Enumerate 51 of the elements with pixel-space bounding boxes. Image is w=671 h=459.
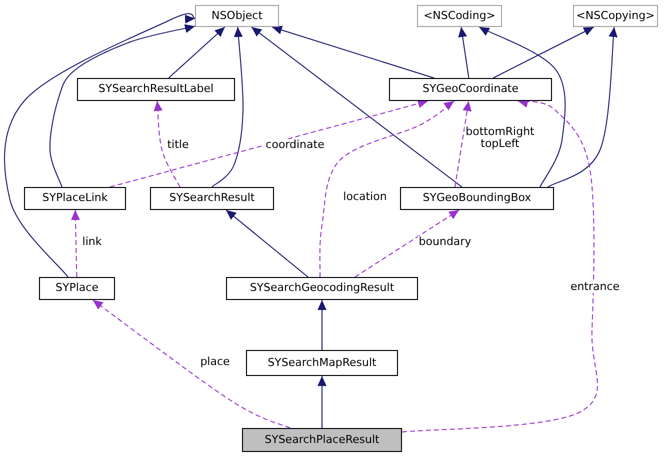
class-box bbox=[150, 187, 274, 210]
class-name: SYSearchGeocodingResult bbox=[250, 280, 394, 296]
edge-label: location bbox=[342, 191, 388, 203]
class-name: <NSCopying> bbox=[576, 8, 655, 24]
arrow bbox=[318, 300, 326, 350]
class-box bbox=[417, 5, 502, 27]
edge-label: coordinate bbox=[264, 139, 326, 151]
edge-label: entrance bbox=[569, 281, 621, 293]
dashed-arrow bbox=[354, 210, 460, 278]
class-box bbox=[195, 5, 279, 27]
class-name: <NSCoding> bbox=[423, 8, 496, 24]
arrow bbox=[492, 26, 594, 78]
arrow bbox=[548, 26, 618, 188]
arrow bbox=[250, 26, 462, 188]
class-name: SYGeoBoundingBox bbox=[422, 190, 532, 206]
class-name: NSObject bbox=[211, 8, 263, 24]
arrow bbox=[318, 376, 326, 428]
class-name: SYGeoCoordinate bbox=[422, 81, 519, 98]
arrow bbox=[49, 24, 196, 188]
arrow bbox=[226, 210, 308, 278]
class-name: SYPlaceLink bbox=[42, 190, 108, 206]
arrow bbox=[212, 26, 244, 188]
class-box bbox=[226, 277, 418, 300]
arrow bbox=[478, 26, 566, 188]
edge-label: title bbox=[166, 139, 190, 151]
arrow bbox=[168, 26, 226, 78]
class-box bbox=[246, 350, 398, 376]
class-box bbox=[39, 277, 115, 300]
edge-label: link bbox=[81, 236, 103, 248]
edge-label: place bbox=[199, 356, 231, 368]
dashed-arrow bbox=[110, 99, 428, 188]
class-box bbox=[24, 187, 126, 210]
class-name: SYSearchResult bbox=[169, 190, 255, 206]
class-name: SYSearchPlaceResult bbox=[264, 432, 380, 448]
arrow bbox=[4, 12, 196, 278]
class-name: SYSearchResultLabel bbox=[98, 81, 214, 98]
dashed-arrow bbox=[319, 100, 455, 278]
dashed-arrow bbox=[454, 100, 472, 188]
arrow bbox=[271, 26, 434, 78]
dashed-arrow bbox=[153, 100, 180, 188]
class-box bbox=[400, 187, 554, 210]
edge-label: bottomRight topLeft bbox=[464, 126, 536, 150]
class-box bbox=[242, 428, 402, 452]
class-box bbox=[389, 78, 552, 101]
dashed-arrow bbox=[70, 210, 80, 278]
arrow bbox=[458, 26, 470, 78]
class-box bbox=[77, 78, 235, 101]
class-name: SYSearchMapResult bbox=[268, 354, 376, 371]
edge-label: boundary bbox=[418, 236, 472, 248]
class-name: SYPlace bbox=[56, 280, 98, 296]
dashed-arrow bbox=[92, 300, 290, 428]
